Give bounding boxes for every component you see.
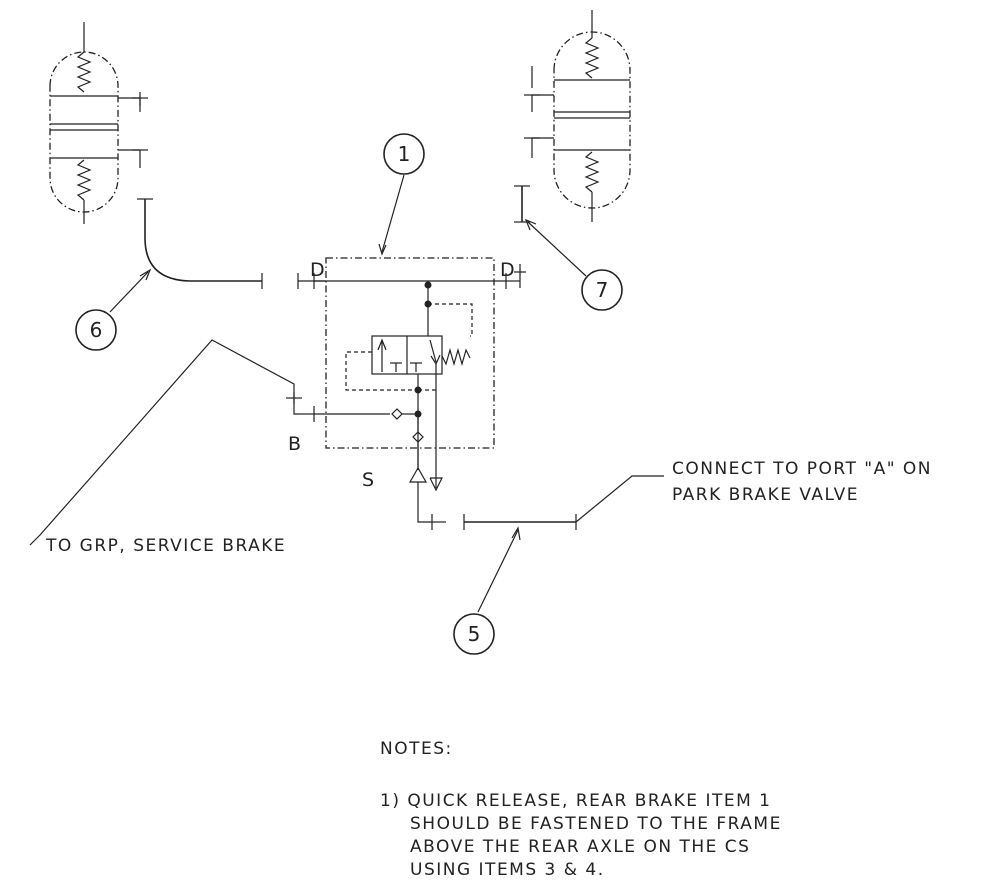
left-brake-chamber <box>49 22 148 224</box>
quick-release-valve <box>298 257 526 530</box>
port-s-label: S <box>362 469 375 491</box>
left-chamber-spring-top <box>76 51 92 93</box>
balloon-6-label: 6 <box>90 318 103 342</box>
right-chamber-spring-bottom <box>584 151 600 193</box>
right-brake-chamber <box>524 10 631 222</box>
note-1-line-1: 1) QUICK RELEASE, REAR BRAKE ITEM 1 <box>380 791 771 811</box>
note-1-line-3: ABOVE THE REAR AXLE ON THE CS <box>410 837 750 857</box>
balloon-item-7: 7 <box>524 218 623 311</box>
note-1-line-4: USING ITEMS 3 & 4. <box>410 860 605 880</box>
hose-item-6 <box>137 198 326 289</box>
balloon-item-1: 1 <box>378 133 425 256</box>
balloon-item-5: 5 <box>453 526 521 655</box>
grp-leader-line <box>29 339 302 546</box>
port-d-right-label: D <box>500 259 516 281</box>
hose-item-7 <box>514 185 530 223</box>
hose-item-5 <box>432 475 664 530</box>
connect-callout-line2: PARK BRAKE VALVE <box>672 485 859 505</box>
right-chamber-spring-top <box>584 37 600 79</box>
notes-heading: NOTES: <box>380 739 453 759</box>
grp-callout: TO GRP, SERVICE BRAKE <box>45 536 286 556</box>
port-b-label: B <box>288 433 302 455</box>
balloon-item-6: 6 <box>75 268 152 351</box>
balloon-7-label: 7 <box>596 278 609 302</box>
balloon-1-label: 1 <box>398 142 411 166</box>
note-1-line-2: SHOULD BE FASTENED TO THE FRAME <box>410 814 782 834</box>
balloon-5-label: 5 <box>468 622 481 646</box>
connect-leader-line <box>575 475 664 523</box>
left-chamber-spring-bottom <box>76 159 92 201</box>
connect-callout-line1: CONNECT TO PORT "A" ON <box>672 459 932 479</box>
port-d-left-label: D <box>310 259 326 281</box>
